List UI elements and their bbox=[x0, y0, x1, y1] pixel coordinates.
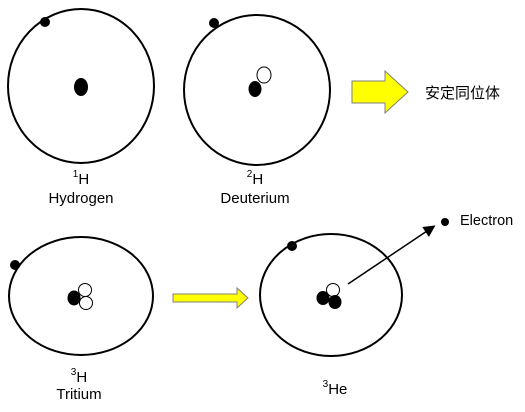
hydrogen-name: Hydrogen bbox=[31, 190, 131, 207]
tritium-proton bbox=[68, 291, 81, 306]
emitted-electron bbox=[441, 218, 449, 226]
stable-isotope-label: 安定同位体 bbox=[425, 82, 500, 103]
electron-emission-arrow bbox=[348, 227, 433, 284]
tritium-electron bbox=[10, 260, 20, 270]
decay-arrow bbox=[173, 288, 248, 308]
helium3-symbol: 3He bbox=[315, 381, 355, 398]
deuterium-electron bbox=[209, 18, 219, 28]
tritium-neutron-bottom bbox=[80, 297, 93, 310]
tritium-symbol: 3H bbox=[64, 369, 94, 386]
hydrogen-symbol: 1H bbox=[66, 171, 96, 188]
deuterium-proton bbox=[249, 81, 262, 97]
helium3-proton-left bbox=[317, 291, 330, 305]
electron-label: Electron bbox=[460, 213, 513, 229]
deuterium-neutron bbox=[257, 67, 271, 83]
helium3-electron bbox=[287, 241, 297, 251]
deuterium-name: Deuterium bbox=[205, 190, 305, 207]
helium3-atom bbox=[260, 234, 402, 356]
hydrogen-proton bbox=[74, 78, 88, 96]
tritium-neutron-top bbox=[79, 284, 92, 297]
tritium-name: Tritium bbox=[29, 386, 129, 403]
deuterium-symbol: 2H bbox=[240, 171, 270, 188]
helium3-proton-right bbox=[329, 295, 342, 309]
hydrogen-atom bbox=[8, 9, 154, 163]
tritium-orbit bbox=[9, 237, 153, 355]
tritium-atom bbox=[9, 237, 153, 355]
deuterium-atom bbox=[184, 15, 330, 165]
stable-isotope-arrow bbox=[352, 71, 408, 113]
hydrogen-electron bbox=[40, 17, 50, 27]
